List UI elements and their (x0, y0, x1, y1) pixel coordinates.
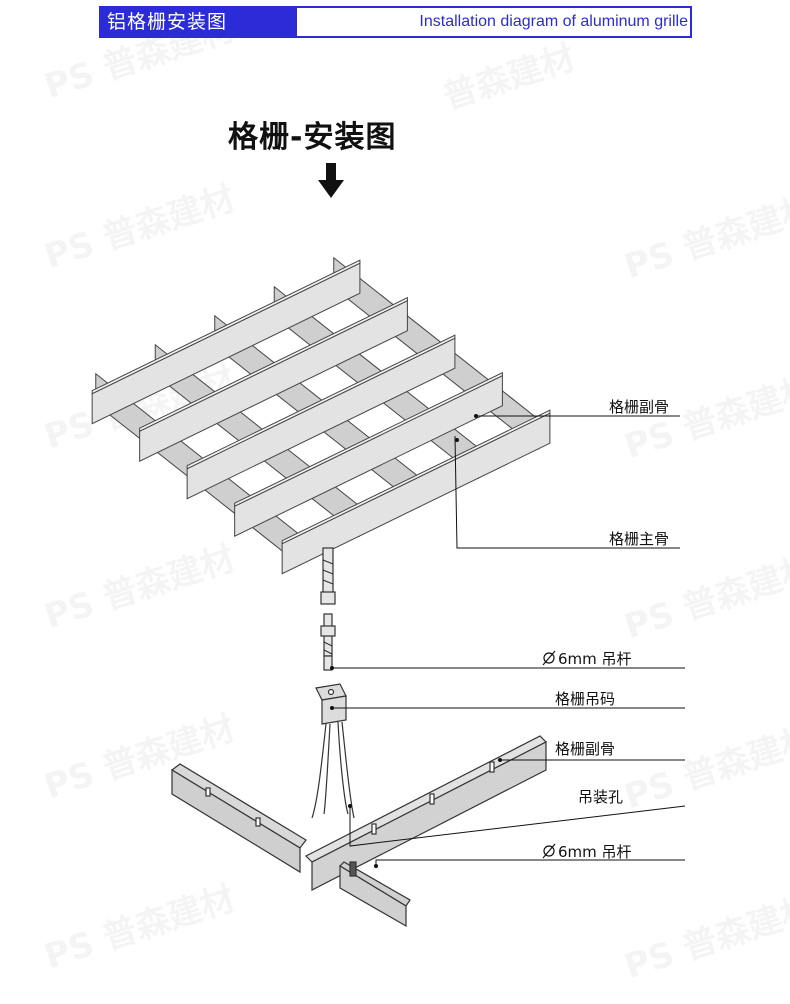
down-arrow-icon (318, 163, 344, 198)
bottom-keel-segment (339, 861, 411, 928)
header-title-en: Installation diagram of aluminum grille (419, 13, 688, 30)
grille-main-keel-top (281, 409, 551, 545)
grille-main-keel-top (234, 371, 503, 507)
diagram-title: 格栅-安装图 (228, 120, 397, 155)
bottom-secondary-keel-left (170, 763, 307, 874)
label-rod-bottom: 6mm 吊杆 (558, 843, 632, 861)
label-hanging-hole: 吊装孔 (578, 788, 624, 806)
grille-grid (91, 256, 551, 575)
header-banner: 铝格栅安装图 Installation diagram of aluminum … (99, 6, 692, 38)
grille-main-keel-top (186, 334, 456, 470)
label-rod-top: 6mm 吊杆 (558, 650, 632, 668)
suspension-rod (320, 547, 336, 671)
label-secondary-keel-top: 格栅副骨 (609, 398, 670, 416)
label-hanger-clip: 格栅吊码 (555, 690, 616, 708)
bottom-main-keel (304, 735, 548, 891)
header-title-cn: 铝格栅安装图 (101, 8, 297, 36)
leader-lines (332, 415, 686, 866)
grille-main-keel-top (91, 259, 361, 395)
hanger-clip (311, 683, 355, 819)
diameter-icon (542, 650, 556, 859)
label-secondary-keel-bottom: 格栅副骨 (555, 740, 616, 758)
leader-dots (330, 414, 502, 868)
label-main-keel: 格栅主骨 (609, 530, 670, 548)
grille-main-keel-top (139, 296, 408, 432)
